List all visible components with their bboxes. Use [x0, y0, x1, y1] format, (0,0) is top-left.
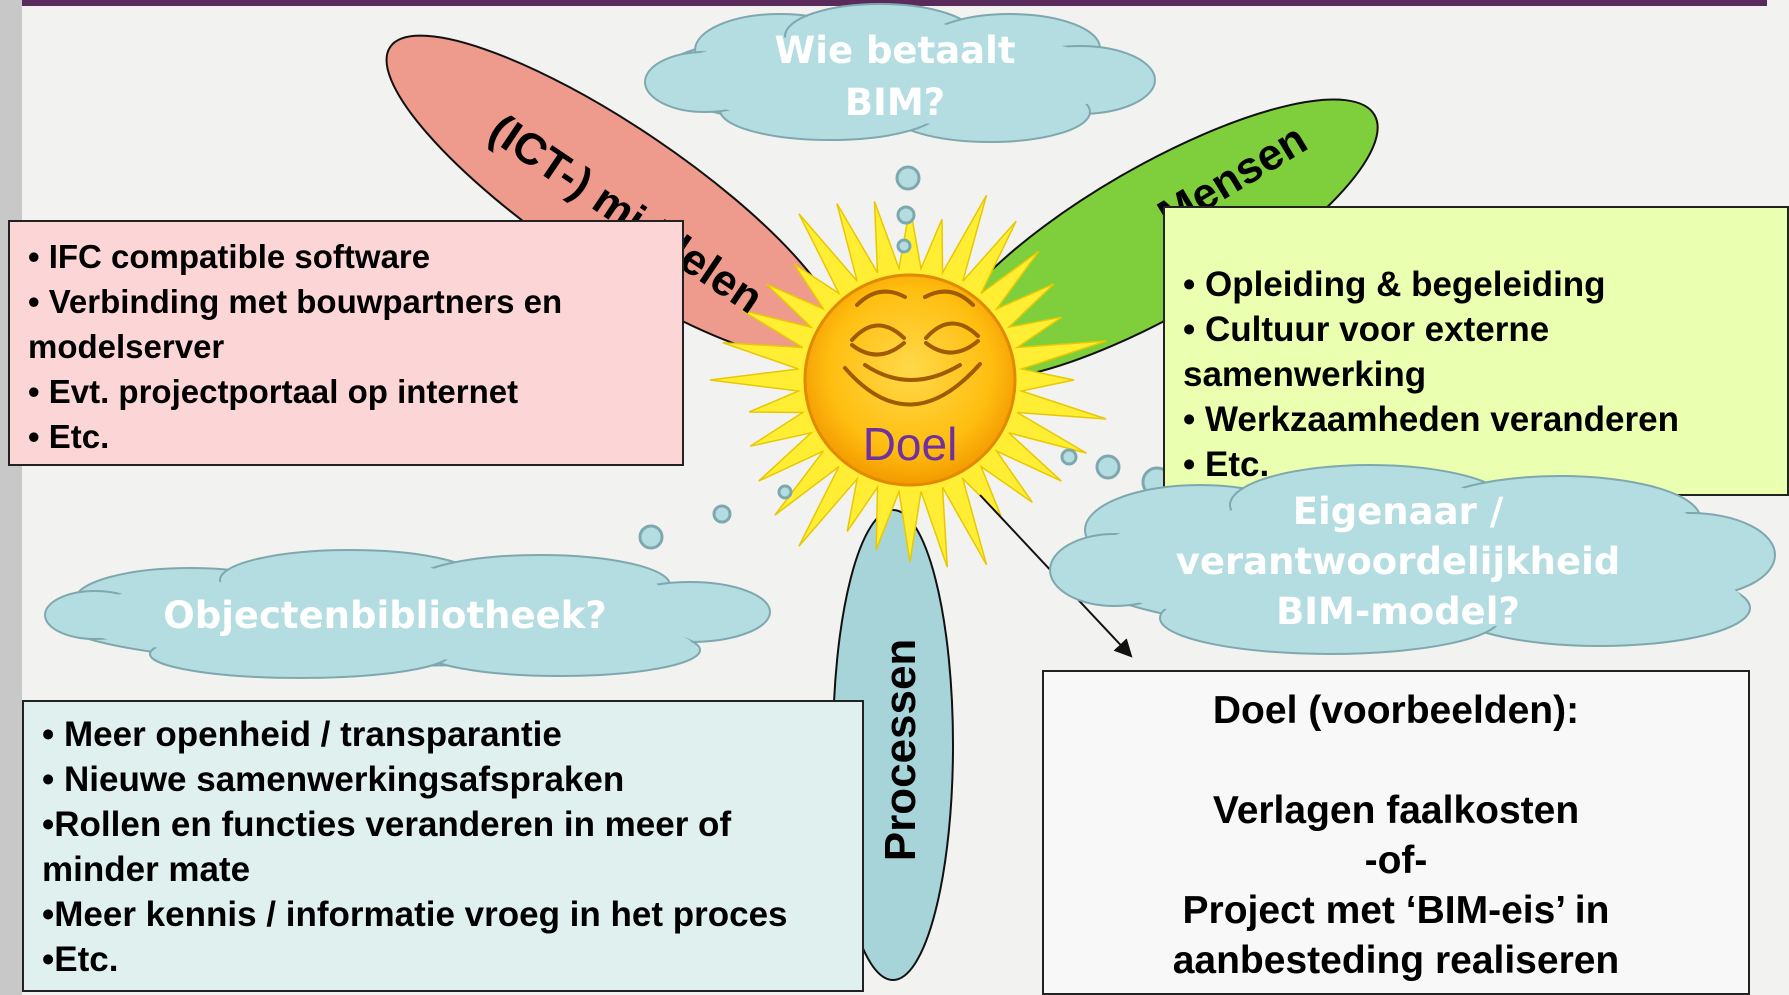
processen-item: •Meer kennis / informatie vroeg in het p… [42, 895, 788, 934]
doel-line: Project met ‘BIM-eis’ in [1182, 889, 1610, 932]
petal-label-processen: Processen [876, 639, 925, 862]
processen-box: • Meer openheid / transparantie • Nieuwe… [22, 700, 864, 992]
processen-item: •Rollen en functies veranderen in meer o… [42, 805, 732, 844]
ict-item: • Etc. [28, 418, 110, 455]
ict-item: • Verbinding met bouwpartners en [28, 283, 563, 320]
doel-line: -of- [1364, 839, 1428, 882]
ict-item: • Evt. projectportaal op internet [28, 373, 519, 410]
cloud-wie-betaalt: Wie betaalt BIM? [644, 3, 1156, 143]
mensen-item: • Cultuur voor externe [1183, 310, 1550, 349]
cloud-text-wie-betaalt-2: BIM? [845, 81, 945, 124]
doel-arrow [979, 494, 1133, 658]
cloud-text-objecten: Objectenbibliotheek? [163, 594, 607, 637]
doel-line: Verlagen faalkosten [1212, 789, 1580, 832]
ict-item: modelserver [28, 328, 225, 365]
thought-bubbles [638, 165, 1173, 550]
mensen-item: • Opleiding & begeleiding [1183, 265, 1606, 304]
left-edge [0, 0, 22, 995]
processen-item: minder mate [42, 850, 251, 889]
doel-box: Doel (voorbeelden): Verlagen faalkosten … [1042, 670, 1750, 995]
cloud-objectenbibliotheek: Objectenbibliotheek? [44, 549, 771, 679]
doel-heading: Doel (voorbeelden): [1212, 689, 1580, 732]
mensen-box: • Opleiding & begeleiding • Cultuur voor… [1163, 206, 1789, 496]
mensen-item: • Werkzaamheden veranderen [1183, 400, 1679, 439]
doel-line: aanbesteding realiseren [1172, 939, 1620, 982]
cloud-text-wie-betaalt-1: Wie betaalt [774, 29, 1015, 72]
mensen-item: samenwerking [1183, 355, 1427, 394]
ict-box: • IFC compatible software • Verbinding m… [8, 220, 684, 466]
ict-item: • IFC compatible software [28, 238, 431, 275]
processen-item: • Meer openheid / transparantie [42, 715, 562, 754]
header-bar [22, 0, 1767, 6]
smiley-face [843, 289, 982, 407]
processen-item: •Etc. [42, 940, 119, 979]
mensen-item: • Etc. [1183, 445, 1270, 484]
processen-item: • Nieuwe samenwerkingsafspraken [42, 760, 625, 799]
center-label: Doel [863, 418, 958, 470]
